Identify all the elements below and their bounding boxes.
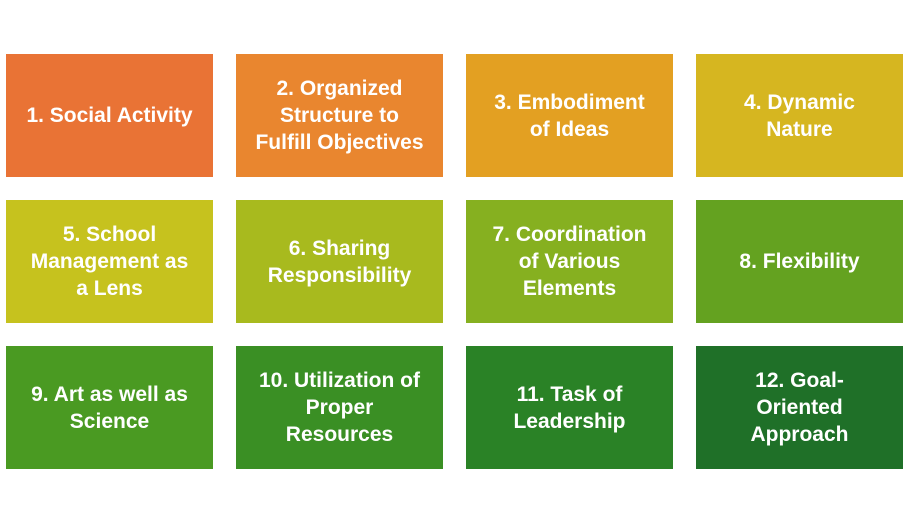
tile-flexibility: 8. Flexibility <box>696 200 903 323</box>
tile-label: 5. School Management as a Lens <box>30 223 189 300</box>
tile-label: 10. Utilization of Proper Resources <box>258 369 420 446</box>
tile-sharing-responsibility: 6. Sharing Responsibility <box>236 200 443 323</box>
concept-grid: 1. Social Activity 2. Organized Structur… <box>6 54 903 469</box>
tile-label: 7. Coordination of Various Elements <box>492 223 647 300</box>
tile-label: 9. Art as well as Science <box>31 382 188 433</box>
tile-label: 1. Social Activity <box>26 104 193 127</box>
tile-label: 6. Sharing Responsibility <box>267 236 412 287</box>
tile-label: 12. Goal- Oriented Approach <box>750 369 849 446</box>
tile-label: 11. Task of Leadership <box>513 382 626 433</box>
tile-utilization-of-resources: 10. Utilization of Proper Resources <box>236 346 443 469</box>
tile-label: 2. Organized Structure to Fulfill Object… <box>255 77 424 154</box>
tile-label: 4. Dynamic Nature <box>744 90 855 141</box>
tile-dynamic-nature: 4. Dynamic Nature <box>696 54 903 177</box>
tile-coordination: 7. Coordination of Various Elements <box>466 200 673 323</box>
tile-organized-structure: 2. Organized Structure to Fulfill Object… <box>236 54 443 177</box>
tile-embodiment-of-ideas: 3. Embodiment of Ideas <box>466 54 673 177</box>
tile-task-of-leadership: 11. Task of Leadership <box>466 346 673 469</box>
tile-goal-oriented: 12. Goal- Oriented Approach <box>696 346 903 469</box>
tile-label: 3. Embodiment of Ideas <box>494 90 645 141</box>
tile-school-management: 5. School Management as a Lens <box>6 200 213 323</box>
tile-art-and-science: 9. Art as well as Science <box>6 346 213 469</box>
tile-social-activity: 1. Social Activity <box>6 54 213 177</box>
tile-label: 8. Flexibility <box>739 250 860 273</box>
